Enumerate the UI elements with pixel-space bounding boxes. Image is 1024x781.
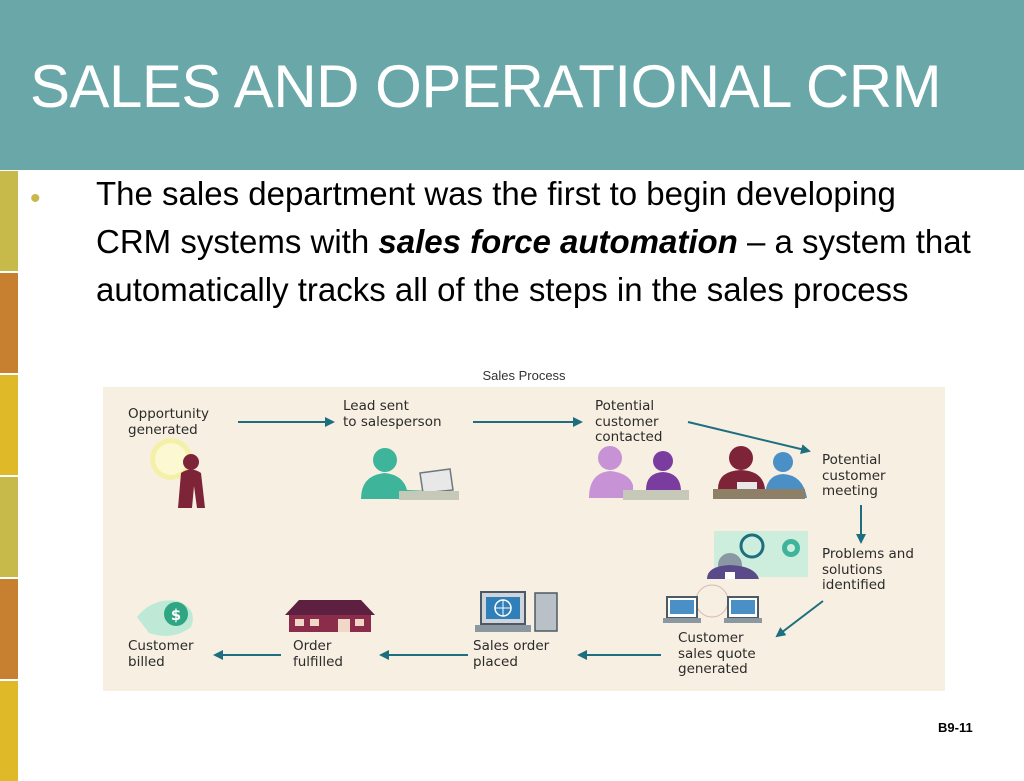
accent-stripe-4 <box>0 477 18 577</box>
accent-stripe-1 <box>0 171 18 271</box>
arrow-5 <box>775 600 824 638</box>
meeting-icon <box>713 446 807 499</box>
bullet-text-bold: sales force automation <box>378 223 738 260</box>
bullet-text-part-2: – a system that automatically tracks all… <box>96 223 971 308</box>
svg-text:$: $ <box>171 606 181 624</box>
accent-stripe-6 <box>0 681 18 781</box>
bullet-marker: • <box>30 182 41 215</box>
diagram-graphics: $ <box>137 417 866 660</box>
lightbulb-person-icon <box>150 438 205 508</box>
page-number: B9-11 <box>938 720 973 735</box>
accent-stripe-5 <box>0 579 18 679</box>
accent-stripe-2 <box>0 273 18 373</box>
computers-icon <box>663 584 762 623</box>
bullet-text-part-1: The sales department was the first to be… <box>96 175 896 260</box>
diagram-title: Sales Process <box>103 367 945 387</box>
gears-person-icon <box>707 531 808 579</box>
people-talking-icon <box>589 446 689 500</box>
salesperson-laptop-icon <box>361 448 459 500</box>
slide-header <box>0 0 1024 170</box>
arrow-3 <box>687 421 811 454</box>
computer-globe-icon <box>475 591 558 632</box>
slide-title: SALES AND OPERATIONAL CRM <box>30 53 942 120</box>
accent-stripe-3 <box>0 375 18 475</box>
bullet-text: The sales department was the first to be… <box>96 170 976 314</box>
sales-process-diagram: Sales Process <box>103 365 945 691</box>
dollar-icon: $ <box>137 600 193 636</box>
house-icon <box>285 600 375 632</box>
